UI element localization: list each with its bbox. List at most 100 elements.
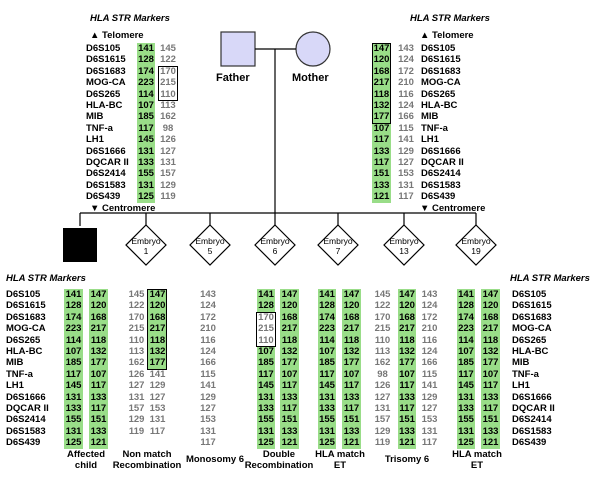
allele-value: 119 xyxy=(128,425,145,437)
allele-value: 131 xyxy=(257,391,275,403)
allele-value: 132 xyxy=(398,346,416,358)
allele-value: 129 xyxy=(421,391,438,403)
allele-value: 120 xyxy=(398,300,416,312)
allele-value: 119 xyxy=(160,191,176,203)
father-label: Father xyxy=(216,72,250,84)
allele-value: 125 xyxy=(64,437,83,449)
allele-value: 133 xyxy=(257,403,275,415)
allele-value: 145 xyxy=(64,380,83,392)
allele-value: 177 xyxy=(481,357,500,369)
allele-value: 141 xyxy=(200,380,216,392)
embryo-number: 6 xyxy=(273,246,278,256)
allele-value: 174 xyxy=(64,311,83,324)
embryo-label: Embryo xyxy=(461,236,491,246)
marker-label: D6S265 xyxy=(421,88,456,100)
allele-value: 107 xyxy=(481,368,500,381)
allele-value: 133 xyxy=(137,157,155,169)
allele-value: 98 xyxy=(162,122,174,134)
marker-label: MOG-CA xyxy=(512,323,552,335)
allele-value: 113 xyxy=(160,100,176,111)
allele-value: 185 xyxy=(137,111,155,123)
mother-circle xyxy=(295,31,331,67)
marker-label: HLA-BC xyxy=(421,100,458,111)
allele-value: 107 xyxy=(318,346,336,358)
markers-header-left: HLA STR Markers xyxy=(90,13,170,24)
allele-value: 120 xyxy=(342,300,361,312)
allele-value: 133 xyxy=(342,425,361,438)
allele-value: 162 xyxy=(128,357,145,369)
allele-value: 151 xyxy=(481,414,500,426)
allele-value: 114 xyxy=(318,334,336,346)
allele-value: 133 xyxy=(481,391,500,403)
child-caption: Monosomy 6 xyxy=(185,454,245,465)
allele-value: 223 xyxy=(137,77,155,89)
father-square xyxy=(220,31,256,67)
allele-value: 131 xyxy=(318,391,336,403)
allele-value: 153 xyxy=(398,168,414,180)
telomere-label-left: ▲ Telomere xyxy=(90,30,144,41)
allele-value: 147 xyxy=(398,289,416,301)
allele-value: 131 xyxy=(398,179,414,191)
marker-label: LH1 xyxy=(6,380,24,392)
allele-value: 153 xyxy=(149,403,166,414)
allele-value: 125 xyxy=(457,437,475,449)
allele-value: 147 xyxy=(89,289,108,301)
allele-value: 120 xyxy=(481,300,500,312)
allele-value: 210 xyxy=(200,323,216,335)
allele-value: 151 xyxy=(89,414,108,426)
allele-value: 117 xyxy=(457,368,475,381)
allele-value: 217 xyxy=(398,323,416,335)
allele-value: 162 xyxy=(160,111,176,123)
allele-value: 107 xyxy=(137,100,155,112)
allele-value: 185 xyxy=(64,357,83,369)
marker-label: TNF-a xyxy=(86,122,113,134)
allele-value: 113 xyxy=(374,346,391,357)
allele-value: 121 xyxy=(280,437,299,449)
marker-label: DQCAR II xyxy=(512,403,555,414)
allele-value: 120 xyxy=(89,300,108,312)
allele-value: 128 xyxy=(64,300,83,312)
marker-label: D6S439 xyxy=(512,437,547,449)
allele-value: 116 xyxy=(200,334,216,346)
marker-label: D6S1583 xyxy=(6,425,46,437)
marker-label: D6S1683 xyxy=(421,65,461,77)
allele-value: 114 xyxy=(64,334,83,346)
allele-value: 147 xyxy=(148,289,167,301)
allele-value: 116 xyxy=(421,334,438,346)
allele-value: 129 xyxy=(149,380,166,392)
allele-value: 172 xyxy=(421,311,438,323)
marker-label: D6S265 xyxy=(6,334,41,346)
marker-label: HLA-BC xyxy=(512,346,549,357)
allele-value: 128 xyxy=(257,300,275,312)
allele-value: 107 xyxy=(64,346,83,358)
allele-value: 121 xyxy=(342,437,361,449)
allele-value: 131 xyxy=(457,391,475,403)
allele-value: 126 xyxy=(160,134,176,146)
marker-label: DQCAR II xyxy=(421,157,464,168)
allele-value: 131 xyxy=(160,157,176,168)
allele-value: 168 xyxy=(89,311,108,324)
allele-value: 127 xyxy=(421,403,438,414)
allele-value: 155 xyxy=(457,414,475,426)
allele-value: 168 xyxy=(398,311,416,324)
allele-value: 132 xyxy=(481,346,500,358)
embryo-diamond xyxy=(455,224,497,266)
allele-value: 147 xyxy=(481,289,500,301)
allele-value: 117 xyxy=(64,368,83,381)
allele-value: 133 xyxy=(457,403,475,415)
allele-value: 114 xyxy=(457,334,475,346)
allele-value: 120 xyxy=(148,300,167,312)
centromere-label-right: ▼ Centromere xyxy=(420,203,486,214)
embryo-number: 5 xyxy=(208,246,213,256)
allele-value: 131 xyxy=(421,425,438,437)
allele-value: 170 xyxy=(374,311,391,323)
